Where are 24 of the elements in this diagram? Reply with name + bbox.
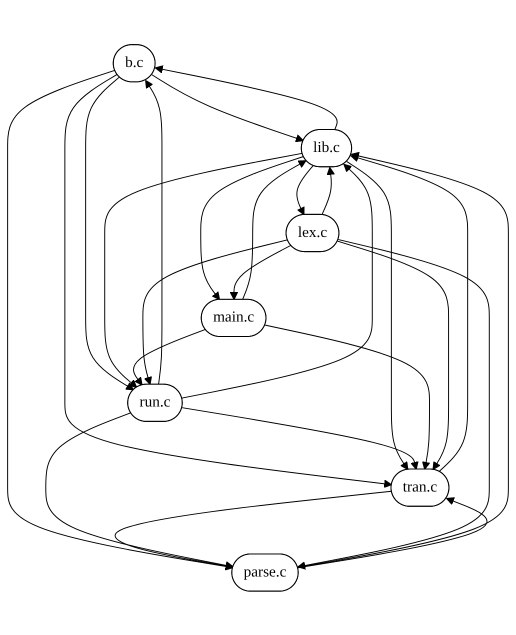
arrow	[200, 156, 304, 300]
arrow	[7, 69, 234, 570]
arrow	[230, 244, 292, 300]
arrow	[85, 76, 134, 390]
arrow	[264, 324, 430, 470]
arrow	[297, 496, 488, 568]
arrow	[133, 328, 206, 386]
arrow	[182, 163, 373, 398]
arrow	[297, 238, 490, 570]
arrow	[297, 151, 509, 568]
arrow	[242, 160, 307, 300]
arrow	[321, 166, 335, 215]
arrow	[182, 406, 419, 470]
arrow	[114, 490, 392, 570]
arrow	[145, 79, 162, 385]
arrow	[142, 238, 288, 385]
arrow	[151, 74, 304, 142]
arrow	[296, 164, 314, 215]
arrow	[154, 64, 338, 130]
arrow	[337, 240, 450, 470]
arrow	[350, 153, 468, 472]
arrow	[104, 152, 303, 388]
arrow	[64, 74, 392, 488]
arrow	[346, 160, 408, 470]
